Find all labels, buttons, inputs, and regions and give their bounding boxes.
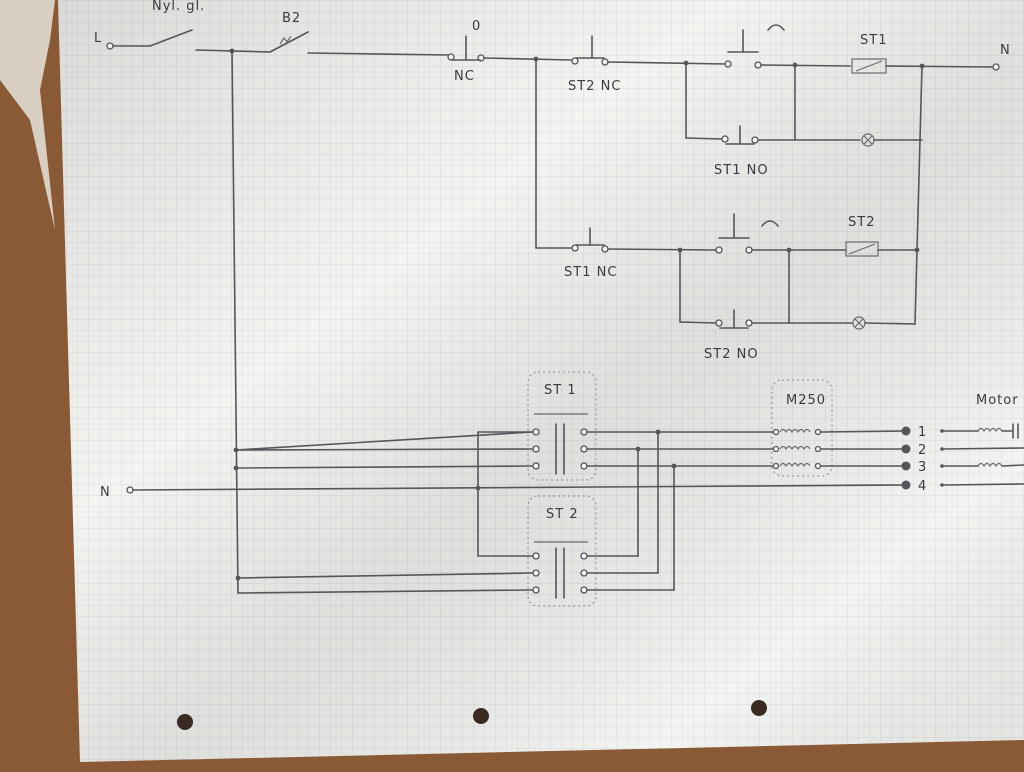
control-circuit: L Nyl. gl. B2 0 NC ST2 NC <box>94 0 1011 362</box>
contactor-st1-box <box>527 371 597 481</box>
punch-hole-middle <box>473 708 489 724</box>
label-breaker-b2: B2 <box>282 11 301 26</box>
label-st1-coil: ST1 <box>860 33 887 48</box>
label-st2-nc: ST2 NC <box>568 79 621 94</box>
label-contactor-st1: ST 1 <box>544 383 577 398</box>
punch-hole-left <box>177 714 193 730</box>
terminal-2-label: 2 <box>918 443 927 458</box>
label-st1-no: ST1 NO <box>714 163 769 178</box>
label-motor: Motor <box>976 393 1019 408</box>
lace-doily <box>0 0 55 230</box>
main-switch-blade <box>149 29 193 47</box>
label-live: L <box>94 31 102 46</box>
terminal-1-label: 1 <box>918 425 927 440</box>
paper-sheet <box>58 0 1024 762</box>
label-stop-nc: NC <box>454 69 475 84</box>
label-main-switch: Nyl. gl. <box>152 0 205 14</box>
label-st2-no: ST2 NO <box>704 347 759 362</box>
label-st1-nc: ST1 NC <box>564 265 617 280</box>
start-arrow-1 <box>767 24 785 31</box>
start-arrow-2 <box>761 220 779 227</box>
punch-hole-right <box>751 700 767 716</box>
breaker-b2-blade <box>269 31 309 53</box>
label-st2-coil: ST2 <box>848 215 875 230</box>
terminal-4-label: 4 <box>918 479 927 494</box>
terminal-block: 1 2 3 4 <box>901 425 944 494</box>
relay-m250-box <box>771 379 833 477</box>
motor-winding-1 <box>977 427 1003 433</box>
motor-winding-3 <box>977 462 1003 468</box>
terminal-3-label: 3 <box>918 460 927 475</box>
label-neutral-top: N <box>1000 43 1011 58</box>
coil-st2 <box>845 241 879 257</box>
label-stop-symbol: 0 <box>472 19 481 34</box>
power-circuit: ST 1 N M250 <box>100 50 1024 607</box>
label-contactor-st2: ST 2 <box>546 507 579 522</box>
label-neutral-left: N <box>100 485 111 500</box>
label-relay-m250: M250 <box>786 393 826 408</box>
